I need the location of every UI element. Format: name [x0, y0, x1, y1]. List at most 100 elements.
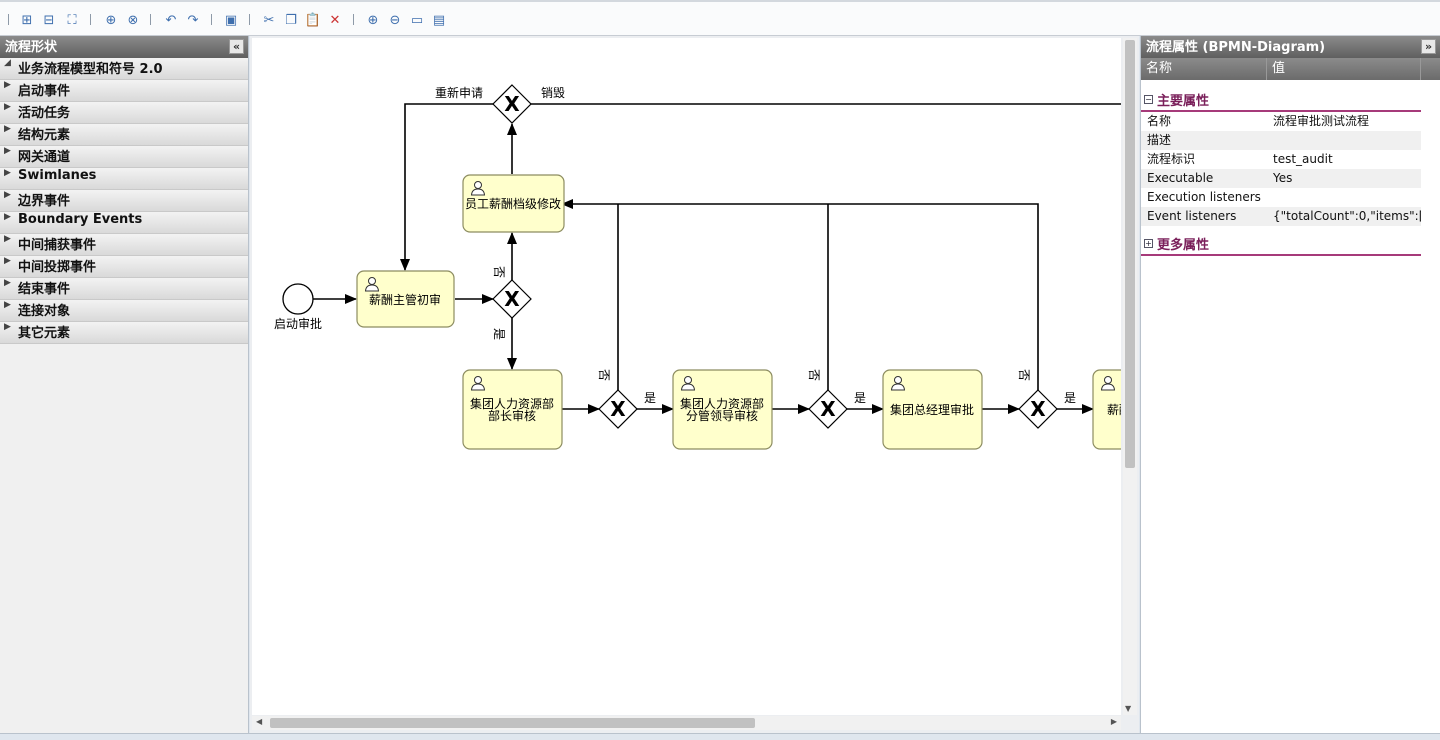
scroll-right-icon[interactable]: ▶ — [1110, 717, 1117, 726]
category-item[interactable]: ▶中间投掷事件 — [0, 256, 248, 278]
shape-panel-title-text: 流程形状 — [5, 40, 58, 55]
category-item[interactable]: ▶网关通道 — [0, 146, 248, 168]
paste-icon[interactable]: 📋 — [304, 12, 322, 28]
task-t3-label-1: 集团人力资源部 — [470, 396, 554, 411]
toolbar-separator — [8, 14, 9, 25]
category-item[interactable]: ▶边界事件 — [0, 190, 248, 212]
category-label: Boundary Events — [18, 212, 143, 227]
properties-panel: 流程属性 (BPMN-Diagram) » 名称 值 − 主要属性 名称流程审批… — [1140, 36, 1440, 733]
horizontal-scroll-thumb[interactable] — [270, 718, 755, 728]
gateway-g4[interactable]: X — [1018, 389, 1058, 429]
flow-g0-to-t1[interactable] — [400, 103, 493, 271]
gateway-g3-symbol: X — [820, 397, 836, 421]
save-icon[interactable]: ▣ — [224, 12, 238, 28]
toolbar-separator — [90, 14, 91, 25]
task-t4[interactable]: 集团人力资源部 分管领导审核 — [672, 369, 773, 450]
task-t3[interactable]: 集团人力资源部 部长审核 — [462, 369, 563, 450]
property-value[interactable] — [1267, 188, 1421, 207]
task-t1[interactable]: 薪酬主管初审 — [356, 270, 455, 328]
collapsed-arrow-icon: ▶ — [4, 168, 11, 178]
start-event[interactable] — [282, 283, 314, 315]
property-value[interactable]: 流程审批测试流程 — [1273, 114, 1370, 128]
canvas-vertical-scrollbar[interactable]: ▼ — [1123, 38, 1137, 715]
category-item[interactable]: ▶ Boundary Events — [0, 212, 248, 234]
task-t5[interactable]: 集团总经理审批 — [882, 369, 983, 450]
task-t6[interactable]: 薪酬 — [1092, 369, 1121, 450]
gateway-g1[interactable]: X — [492, 279, 532, 319]
category-label: 中间投掷事件 — [18, 260, 97, 275]
flow-g4-reject[interactable] — [561, 199, 1039, 390]
add-icon[interactable]: ⊞ — [21, 12, 33, 28]
category-item[interactable]: ▶其它元素 — [0, 322, 248, 344]
canvas-horizontal-scrollbar[interactable]: ◀ ▶ — [252, 716, 1121, 730]
collapse-left-icon[interactable]: « — [229, 39, 244, 54]
property-key: Execution listeners — [1147, 190, 1261, 204]
collapse-right-icon[interactable]: » — [1421, 39, 1436, 54]
zoom-fit-icon[interactable]: ▤ — [432, 12, 446, 28]
scroll-down-icon[interactable]: ▼ — [1125, 704, 1132, 713]
copy-icon[interactable]: ❐ — [285, 12, 297, 28]
cut-icon[interactable]: ✂ — [263, 12, 275, 28]
category-item[interactable]: ▶ 启动事件 — [0, 80, 248, 102]
property-value[interactable]: Yes — [1273, 171, 1293, 185]
canvas-area: 启动审批 薪酬主管初审 员工薪酬档级修改 集团人力资源部 部长审核 — [250, 36, 1139, 733]
zoom-out-icon[interactable]: ⊖ — [389, 12, 401, 28]
collapsed-arrow-icon: ▶ — [4, 212, 11, 222]
collapsed-arrow-icon: ▶ — [4, 278, 11, 288]
more-properties-label: 更多属性 — [1157, 238, 1210, 253]
shape-panel-title: 流程形状 « — [0, 36, 248, 58]
category-item[interactable]: ▶活动任务 — [0, 102, 248, 124]
task-t2-label: 员工薪酬档级修改 — [465, 196, 561, 211]
zoom-in-icon[interactable]: ⊕ — [367, 12, 379, 28]
shape-repository-panel: 流程形状 « ◢业务流程模型和符号 2.0▶启动事件▶活动任务▶结构元素▶网关通… — [0, 36, 249, 733]
fit-icon[interactable]: ⛶ — [67, 12, 77, 28]
zoom-standard-icon[interactable]: ▭ — [410, 12, 424, 28]
property-row[interactable]: Execution listeners — [1141, 188, 1421, 207]
toolbar-separator — [353, 14, 354, 25]
collapsed-arrow-icon: ▶ — [4, 322, 11, 332]
more-properties-group[interactable]: + 更多属性 — [1141, 234, 1421, 256]
main-properties-group[interactable]: − 主要属性 — [1141, 90, 1421, 112]
category-item[interactable]: ▶连接对象 — [0, 300, 248, 322]
gateway-g3[interactable]: X — [808, 389, 848, 429]
property-row[interactable]: 描述 — [1141, 131, 1421, 150]
vertical-scroll-thumb[interactable] — [1125, 40, 1135, 468]
column-value-header[interactable]: 值 — [1267, 58, 1421, 80]
expand-group-icon[interactable]: + — [1144, 239, 1153, 248]
undo-icon[interactable]: ↶ — [165, 12, 177, 28]
column-name-header[interactable]: 名称 — [1141, 58, 1267, 80]
redo-icon[interactable]: ↷ — [187, 12, 199, 28]
category-item[interactable]: ▶Swimlanes — [0, 168, 248, 190]
scroll-left-icon[interactable]: ◀ — [256, 717, 263, 726]
property-row[interactable]: 名称流程审批测试流程 — [1141, 112, 1421, 131]
property-value[interactable] — [1267, 131, 1421, 150]
collapsed-arrow-icon: ▶ — [4, 300, 11, 310]
property-row[interactable]: Event listeners{"totalCount":0,"items":[… — [1141, 207, 1421, 226]
remove-docker-icon[interactable]: ⊗ — [127, 12, 139, 28]
gateway-g2[interactable]: X — [598, 389, 638, 429]
task-t2[interactable]: 员工薪酬档级修改 — [462, 174, 565, 233]
property-key: 描述 — [1147, 133, 1172, 147]
remove-icon[interactable]: ⊟ — [43, 12, 55, 28]
category-item[interactable]: ▶ 结束事件 — [0, 278, 248, 300]
collapse-group-icon[interactable]: − — [1144, 95, 1153, 104]
delete-icon[interactable]: ✕ — [329, 12, 341, 28]
category-label: 结束事件 — [18, 282, 71, 297]
diagram-canvas[interactable]: 启动审批 薪酬主管初审 员工薪酬档级修改 集团人力资源部 部长审核 — [252, 38, 1121, 715]
collapsed-arrow-icon: ▶ — [4, 124, 11, 134]
collapsed-arrow-icon: ▶ — [4, 80, 11, 90]
category-item[interactable]: ▶结构元素 — [0, 124, 248, 146]
category-item[interactable]: ▶中间捕获事件 — [0, 234, 248, 256]
property-value[interactable]: {"totalCount":0,"items":[]} — [1273, 209, 1421, 223]
gateway-g1-symbol: X — [504, 287, 520, 311]
add-docker-icon[interactable]: ⊕ — [105, 12, 117, 28]
category-label: 启动事件 — [18, 84, 71, 99]
toolbar-separator — [150, 14, 151, 25]
gateway-g2-symbol: X — [610, 397, 626, 421]
edge-label-no-g4: 否 — [1017, 369, 1031, 381]
category-item[interactable]: ◢业务流程模型和符号 2.0 — [0, 58, 248, 80]
property-value[interactable]: test_audit — [1273, 152, 1333, 166]
gateway-g0[interactable]: X — [492, 84, 532, 124]
